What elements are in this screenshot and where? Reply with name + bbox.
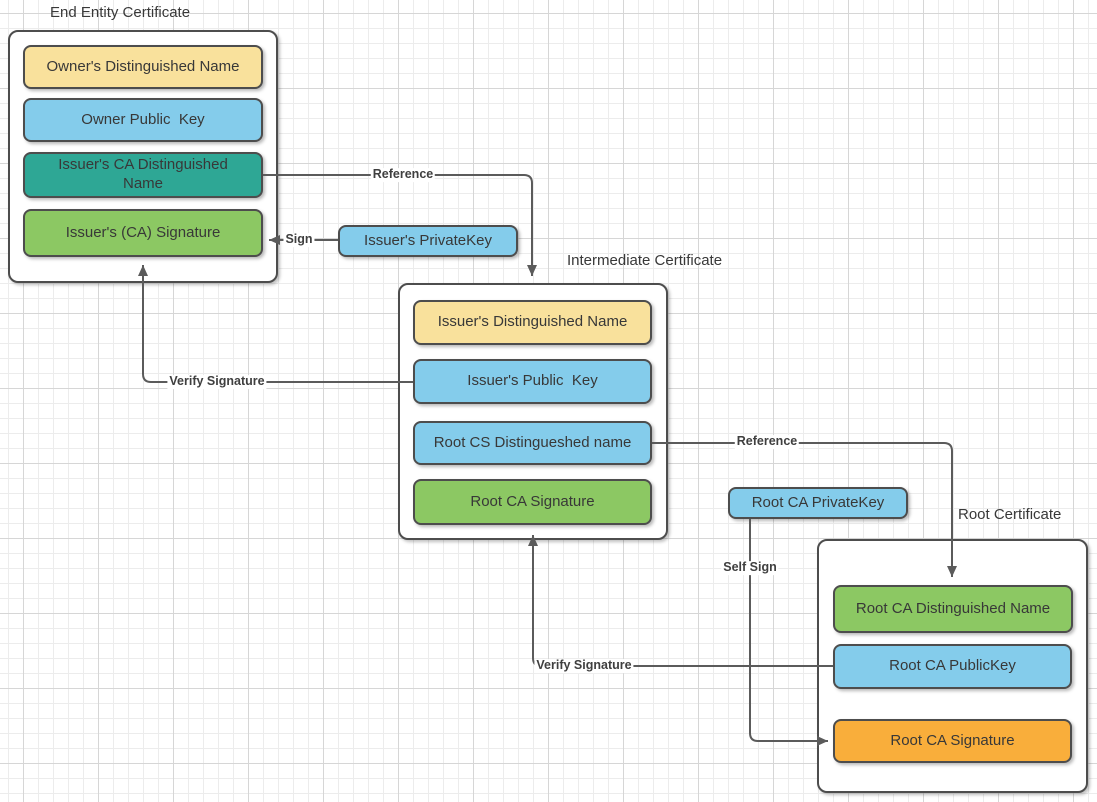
issuers-private-key-box[interactable]: Issuer's PrivateKey	[338, 225, 518, 257]
sign-label: Sign	[283, 232, 315, 247]
field-owner-public-key[interactable]: Owner Public Key	[23, 98, 263, 142]
field-owner-distinguished-name[interactable]: Owner's Distinguished Name	[23, 45, 263, 89]
root-certificate-title: Root Certificate	[958, 506, 1062, 523]
field-issuer-ca-signature[interactable]: Issuer's (CA) Signature	[23, 209, 263, 257]
field-label: Root CA PublicKey	[889, 657, 1016, 675]
verify-signature-label-1: Verify Signature	[167, 374, 267, 389]
field-issuer-public-key[interactable]: Issuer's Public Key	[413, 359, 652, 404]
field-root-cs-distinguished-name[interactable]: Root CS Distingueshed name	[413, 421, 652, 465]
field-label: Root CA PrivateKey	[751, 493, 885, 511]
field-label: Root CA Signature	[890, 731, 1015, 749]
verify-signature-label-2: Verify Signature	[534, 658, 634, 673]
field-issuer-ca-distinguished-name[interactable]: Issuer's CA Distinguished Name	[23, 152, 263, 198]
root-ca-private-key-box[interactable]: Root CA PrivateKey	[728, 487, 908, 519]
field-root-ca-signature-intermediate[interactable]: Root CA Signature	[413, 479, 652, 525]
field-label: Root CA Signature	[470, 492, 595, 510]
field-root-ca-signature-root[interactable]: Root CA Signature	[833, 719, 1072, 763]
field-label: Issuer's PrivateKey	[364, 231, 492, 249]
field-issuer-distinguished-name[interactable]: Issuer's Distinguished Name	[413, 300, 652, 345]
reference-label-2: Reference	[734, 434, 800, 449]
field-label: Root CS Distingueshed name	[433, 433, 632, 451]
field-root-ca-distinguished-name[interactable]: Root CA Distinguished Name	[833, 585, 1073, 633]
field-label: Issuer's CA Distinguished Name	[58, 156, 232, 192]
intermediate-certificate-title: Intermediate Certificate	[567, 252, 723, 269]
field-label: Owner's Distinguished Name	[46, 57, 240, 75]
field-root-ca-public-key[interactable]: Root CA PublicKey	[833, 644, 1072, 689]
end-entity-certificate-title: End Entity Certificate	[50, 4, 191, 21]
field-label: Root CA Distinguished Name	[855, 599, 1051, 617]
verify-signature-arrow-2[interactable]	[528, 535, 833, 667]
field-label: Issuer's Public Key	[467, 372, 598, 390]
field-label: Issuer's (CA) Signature	[65, 223, 221, 241]
field-label: Owner Public Key	[81, 110, 205, 128]
reference-label-1: Reference	[370, 167, 436, 182]
self-sign-label: Self Sign	[721, 560, 779, 575]
field-label: Issuer's Distinguished Name	[437, 313, 628, 331]
